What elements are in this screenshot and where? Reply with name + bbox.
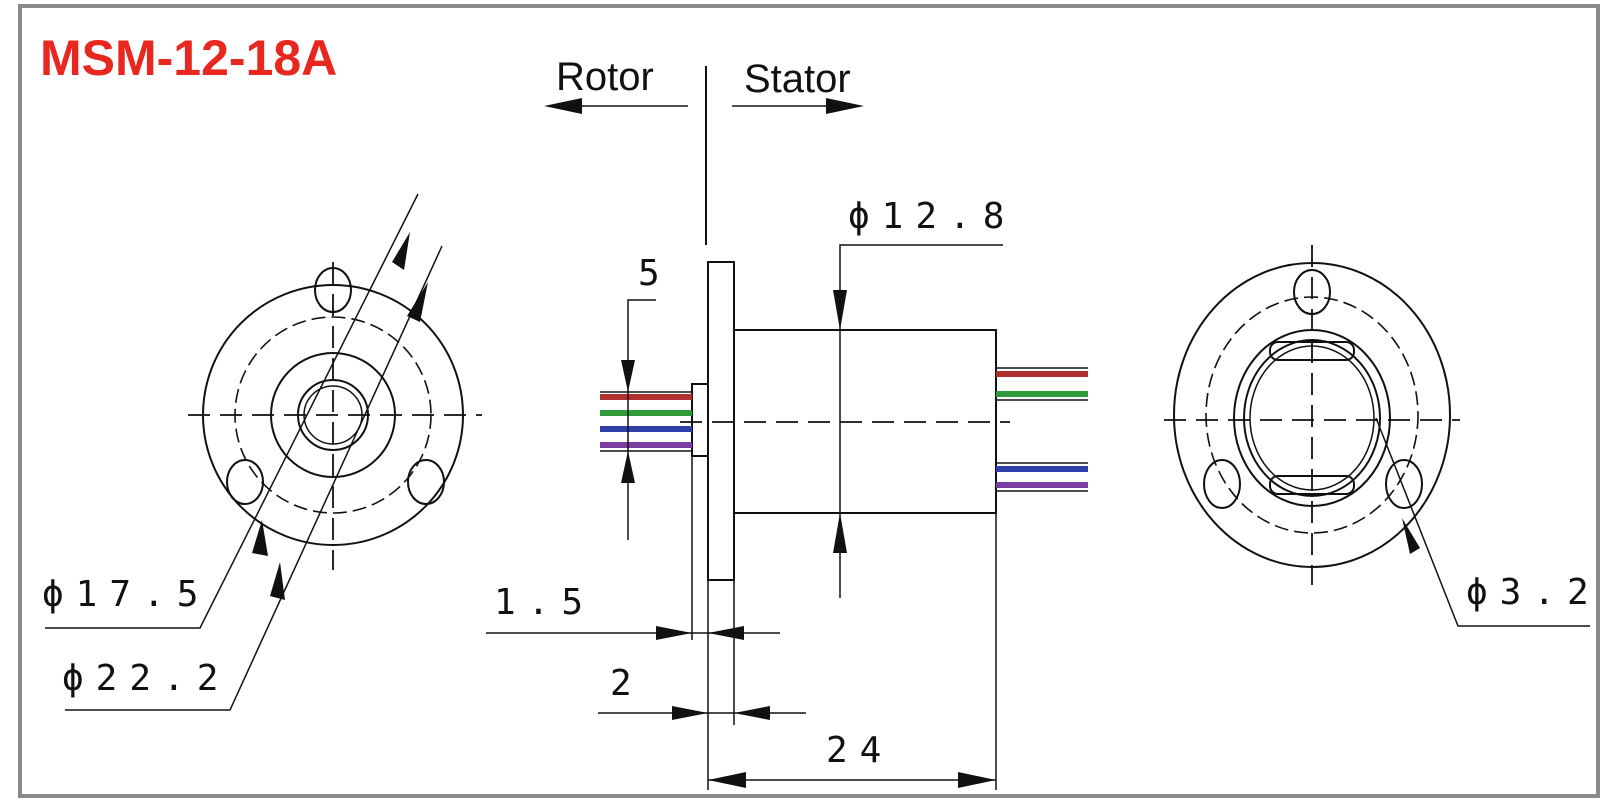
dim-17-5: ϕ17.5 [42, 574, 210, 615]
dim-22-2: ϕ22.2 [62, 658, 230, 699]
dim-12-8-leader [839, 244, 1003, 598]
dim-5: 5 [638, 253, 672, 294]
leader-22-2 [65, 245, 443, 711]
dim-12-8: ϕ12.8 [848, 196, 1016, 237]
mount-hole-left-right [1203, 459, 1241, 509]
dim-2-arrow-left [672, 706, 708, 720]
dim-24-arrow-left [708, 772, 746, 788]
body-outline-inner [1243, 339, 1381, 497]
arrow-17-5-bot [252, 520, 268, 556]
model-title: MSM-12-18A [40, 30, 337, 86]
arrow-22-2-top [407, 282, 428, 322]
wire-green-right [996, 391, 1088, 397]
wire-blue-right [996, 466, 1088, 472]
wire-purple-left [600, 442, 692, 448]
arrow-22-2-bot [270, 562, 285, 600]
wire-red-right [996, 371, 1088, 377]
dim-5-leader [627, 299, 656, 540]
dim-5-arrow-top [621, 360, 635, 392]
dim-1-5: 1.5 [494, 582, 595, 623]
mount-hole-right [407, 459, 445, 505]
rotor-hub [691, 383, 709, 457]
drawing-frame [18, 4, 1600, 798]
mount-hole-right-right [1385, 459, 1423, 509]
stator-arrow-head [826, 98, 864, 114]
arrow-17-5-top [392, 232, 410, 270]
dim-1-5-arrow-right [708, 626, 744, 640]
mount-hole-left [226, 459, 264, 505]
dim-1-5-arrow-left [656, 626, 692, 640]
dim-12-8-arrow-bot [833, 513, 847, 553]
right-end-view: ϕ3.2 [1164, 245, 1600, 627]
dim-3-2: ϕ3.2 [1466, 572, 1600, 613]
dim-24-arrow-right [958, 772, 996, 788]
wire-red-left [600, 394, 692, 400]
rotor-wires [600, 391, 692, 452]
arrow-3-2 [1402, 518, 1420, 554]
dim-12-8-arrow-top [833, 290, 847, 330]
wire-purple-right [996, 482, 1088, 488]
rotor-arrow-head [544, 98, 582, 114]
stator-label: Stator [744, 57, 851, 101]
dim-24: 24 [826, 730, 893, 771]
dim-2: 2 [610, 663, 644, 704]
stator-wires [996, 367, 1088, 492]
dim-2-arrow-right [734, 706, 770, 720]
left-end-view: ϕ17.5 ϕ22.2 [42, 193, 482, 711]
side-view: Rotor Stator [486, 55, 1088, 790]
dim-5-arrow-bot [621, 451, 635, 483]
leader-17-5 [45, 193, 419, 629]
leader-3-2 [1375, 417, 1590, 627]
flange-side [707, 261, 735, 581]
wire-blue-left [600, 426, 692, 432]
wire-green-left [600, 410, 692, 416]
rotor-label: Rotor [556, 55, 654, 99]
